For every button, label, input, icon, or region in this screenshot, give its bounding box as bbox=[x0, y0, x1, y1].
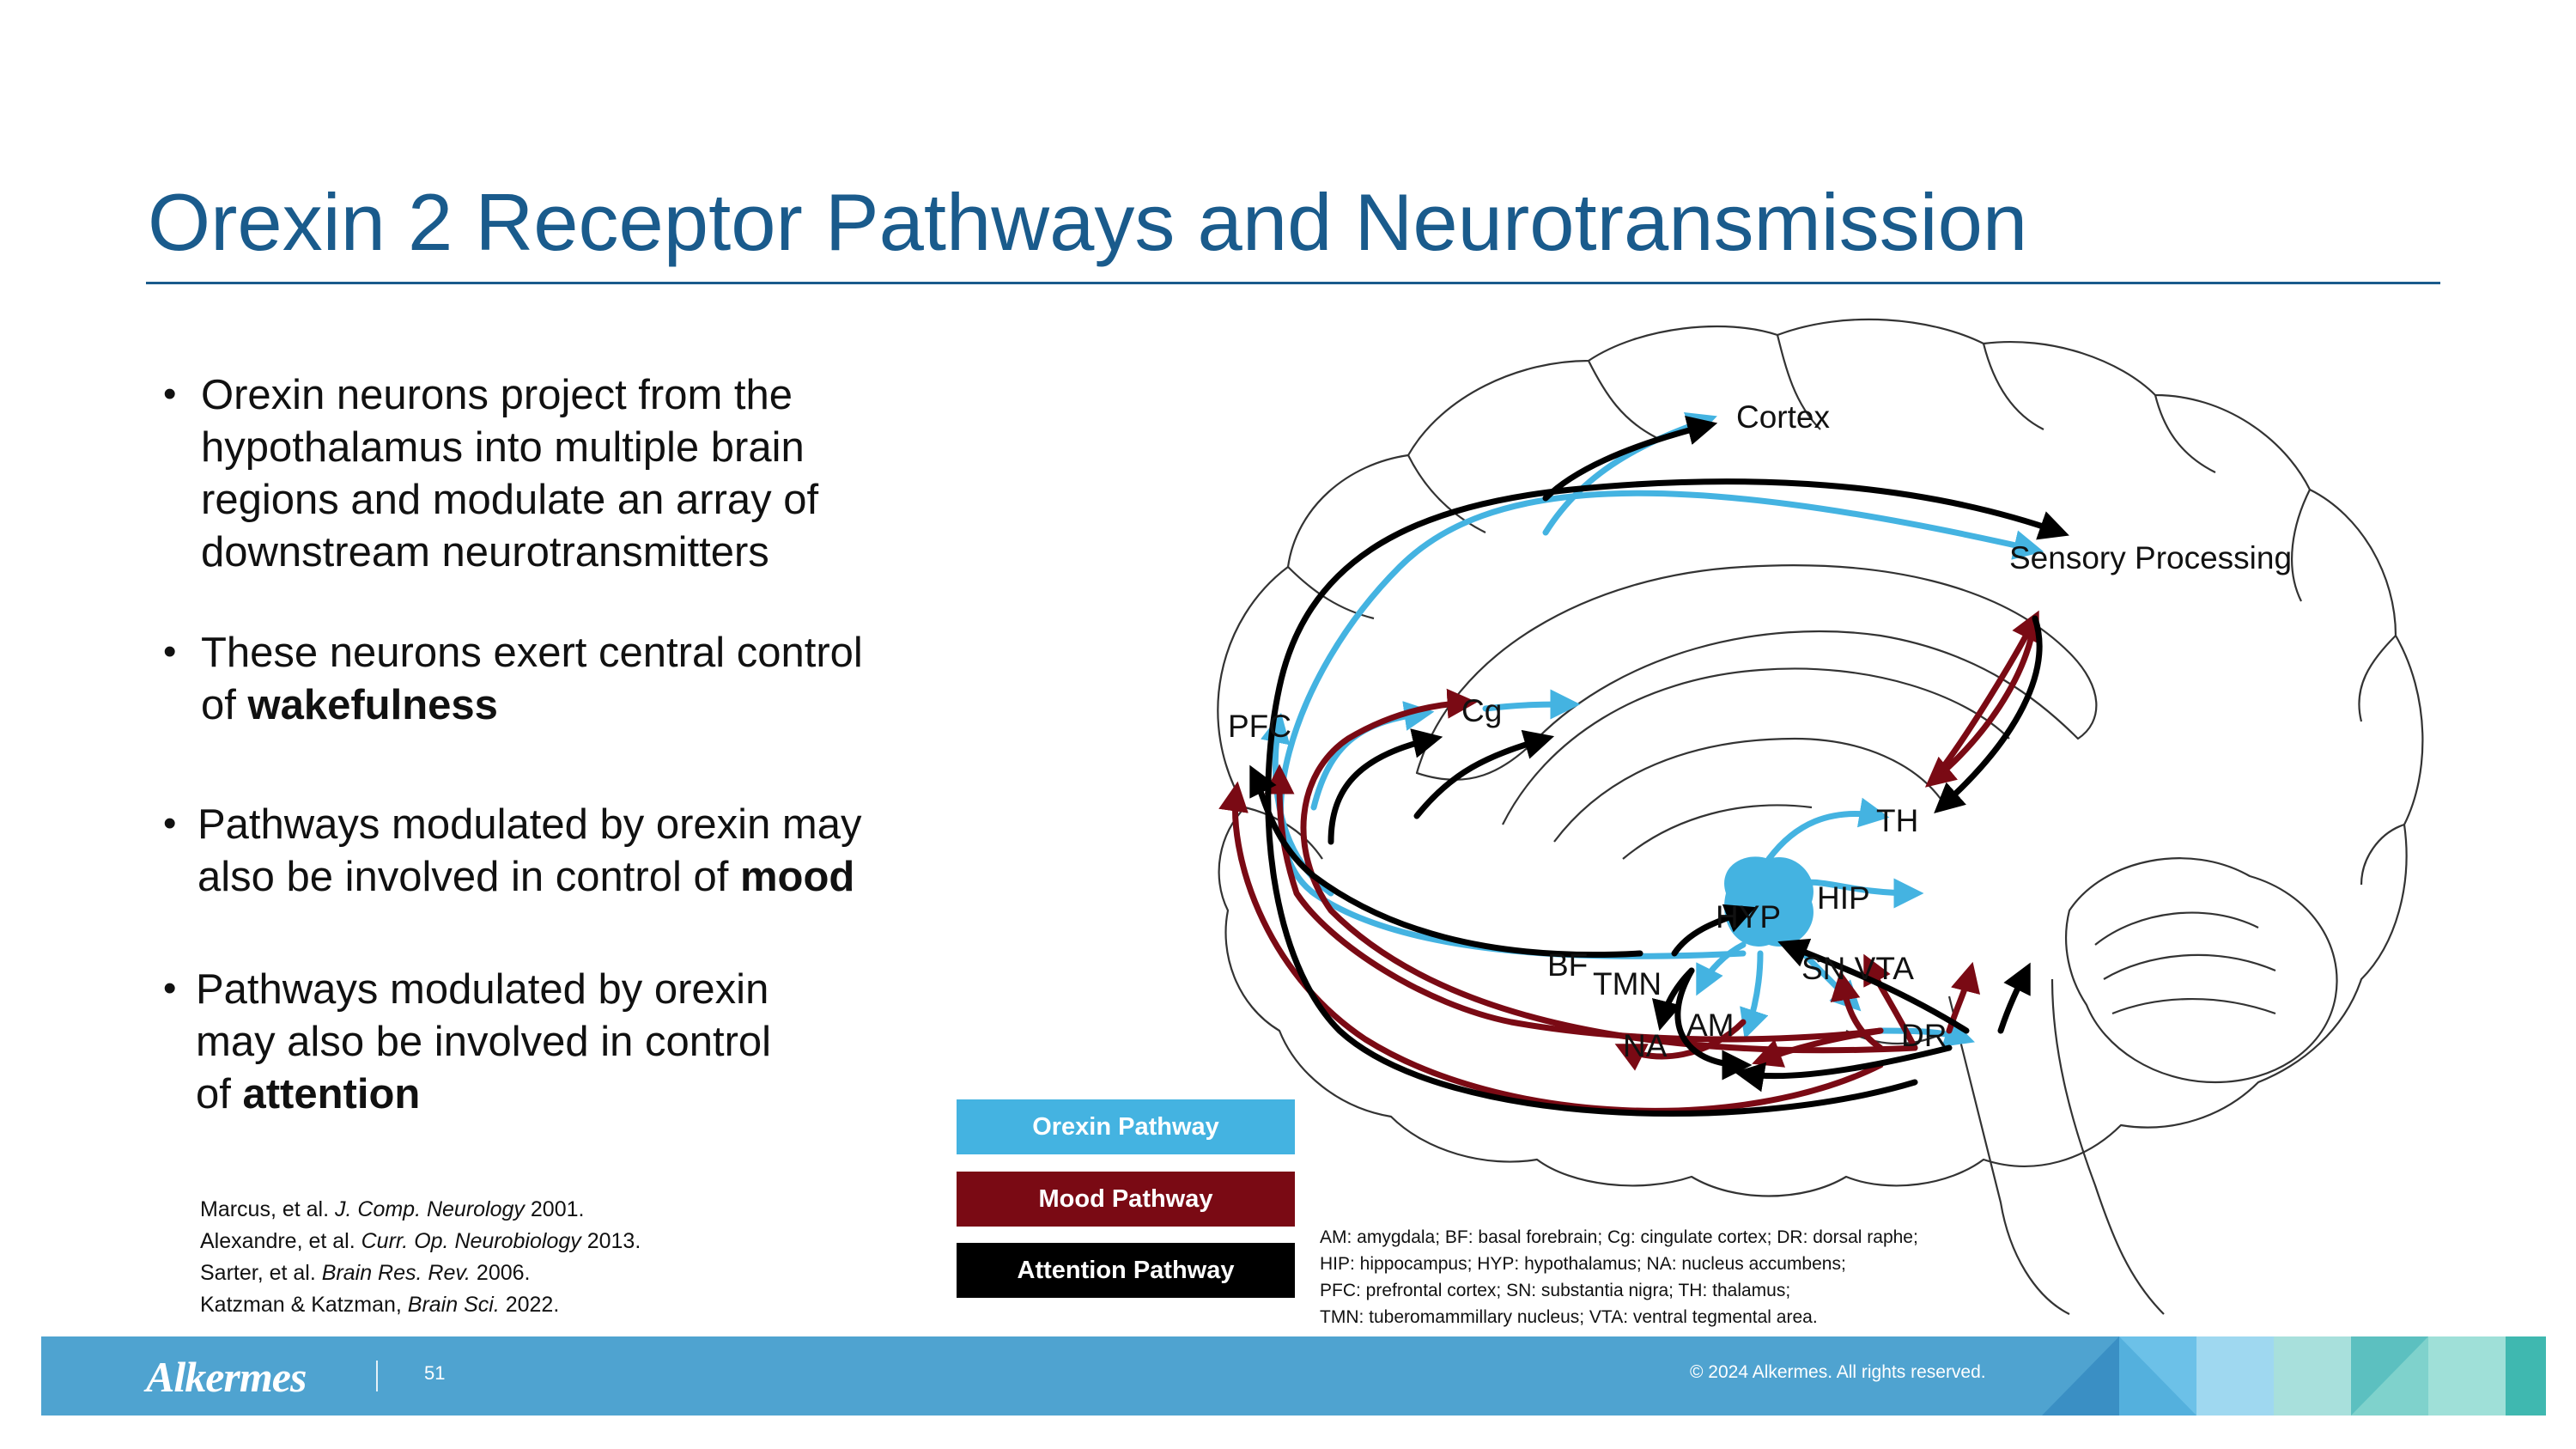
reference-item: Alexandre, et al. Curr. Op. Neurobiology… bbox=[200, 1229, 641, 1253]
bullet-dot-icon: • bbox=[163, 373, 177, 415]
attention-pathway-arrows bbox=[1249, 415, 2069, 1117]
region-label-cortex: Cortex bbox=[1736, 399, 1830, 435]
region-label-pfc: PFC bbox=[1228, 709, 1291, 744]
bullet-line: of bbox=[196, 1071, 243, 1117]
region-label-dr: DR bbox=[1901, 1018, 1947, 1053]
page-number: 51 bbox=[424, 1362, 446, 1384]
region-label-sensory-processing: Sensory Processing bbox=[2009, 540, 2292, 575]
slide-title: Orexin 2 Receptor Pathways and Neurotran… bbox=[148, 177, 2028, 267]
alkermes-logo: Alkermes bbox=[146, 1353, 307, 1401]
bullet-emphasis: wakefulness bbox=[247, 682, 498, 728]
bullet-line: hypothalamus into multiple brain bbox=[201, 424, 805, 471]
region-label-hip: HIP bbox=[1817, 880, 1870, 916]
bullet-dot-icon: • bbox=[163, 967, 177, 1009]
bullet-dot-icon: • bbox=[163, 802, 177, 844]
bullet-emphasis: attention bbox=[242, 1071, 421, 1117]
bullet-emphasis: mood bbox=[739, 854, 855, 900]
bullet-item: • These neurons exert central control of… bbox=[163, 627, 863, 732]
reference-item: Sarter, et al. Brain Res. Rev. 2006. bbox=[200, 1261, 531, 1285]
references: Marcus, et al. J. Comp. Neurology 2001. … bbox=[200, 1194, 641, 1321]
bullet-line: may also be involved in control bbox=[196, 1019, 772, 1065]
abbreviation-key: AM: amygdala; BF: basal forebrain; Cg: c… bbox=[1320, 1227, 1918, 1327]
region-label-sn-vta: SN VTA bbox=[1801, 951, 1914, 986]
reference-item: Katzman & Katzman, Brain Sci. 2022. bbox=[200, 1293, 560, 1317]
region-label-th: TH bbox=[1876, 803, 1918, 838]
bullet-line: Pathways modulated by orexin may bbox=[197, 801, 862, 848]
brain-outline bbox=[1217, 318, 2424, 1315]
legend-mood-pathway: Mood Pathway bbox=[957, 1172, 1295, 1227]
region-label-bf: BF bbox=[1547, 947, 1588, 983]
region-label-hyp: HYP bbox=[1716, 899, 1781, 935]
bullet-line: Orexin neurons project from the bbox=[201, 372, 793, 418]
reference-item: Marcus, et al. J. Comp. Neurology 2001. bbox=[200, 1197, 585, 1221]
bullet-line: regions and modulate an array of bbox=[201, 477, 819, 523]
bullet-item: • Orexin neurons project from the hypoth… bbox=[163, 369, 818, 579]
bullet-line: of bbox=[201, 682, 248, 728]
bullet-line: Pathways modulated by orexin bbox=[196, 966, 769, 1013]
bullet-item: • Pathways modulated by orexin may also … bbox=[163, 799, 862, 904]
legend-attention-pathway: Attention Pathway bbox=[957, 1243, 1295, 1298]
bullet-line: These neurons exert central control bbox=[201, 630, 863, 676]
copyright-notice: © 2024 Alkermes. All rights reserved. bbox=[1690, 1362, 1986, 1382]
footer-divider bbox=[376, 1361, 378, 1391]
footer-decoration bbox=[2042, 1336, 2546, 1416]
slide-footer: Alkermes 51 © 2024 Alkermes. All rights … bbox=[41, 1336, 2546, 1416]
orexin-pathway-arrows bbox=[1261, 412, 2044, 1047]
legend-orexin-pathway: Orexin Pathway bbox=[957, 1099, 1295, 1154]
brain-pathway-diagram: Cortex Sensory Processing PFC Cg TH HIP … bbox=[1217, 318, 2424, 1315]
bullet-dot-icon: • bbox=[163, 630, 177, 673]
bullet-line: downstream neurotransmitters bbox=[201, 529, 769, 575]
title-divider bbox=[146, 282, 2440, 284]
region-label-na: NA bbox=[1623, 1028, 1668, 1063]
region-label-am: AM bbox=[1686, 1008, 1735, 1043]
bullet-item: • Pathways modulated by orexin may also … bbox=[163, 964, 771, 1121]
region-label-cg: Cg bbox=[1461, 693, 1502, 728]
region-label-tmn: TMN bbox=[1593, 966, 1662, 1002]
bullet-line: also be involved in control of bbox=[197, 854, 740, 900]
